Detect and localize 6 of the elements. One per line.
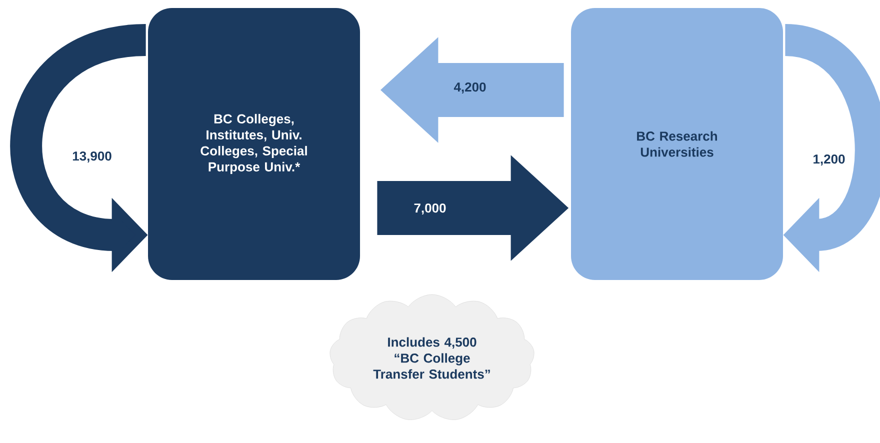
edge-label: 4,200 <box>454 82 486 94</box>
edge-label: 13,900 <box>72 151 112 163</box>
edge-label: 7,000 <box>414 203 446 215</box>
process-box: BC Colleges, Institutes, Univ. Colleges, Special Purpose Univ.* <box>148 8 360 280</box>
edge-label: 1,200 <box>814 154 845 166</box>
process-box: BC Research Universities <box>571 8 783 280</box>
